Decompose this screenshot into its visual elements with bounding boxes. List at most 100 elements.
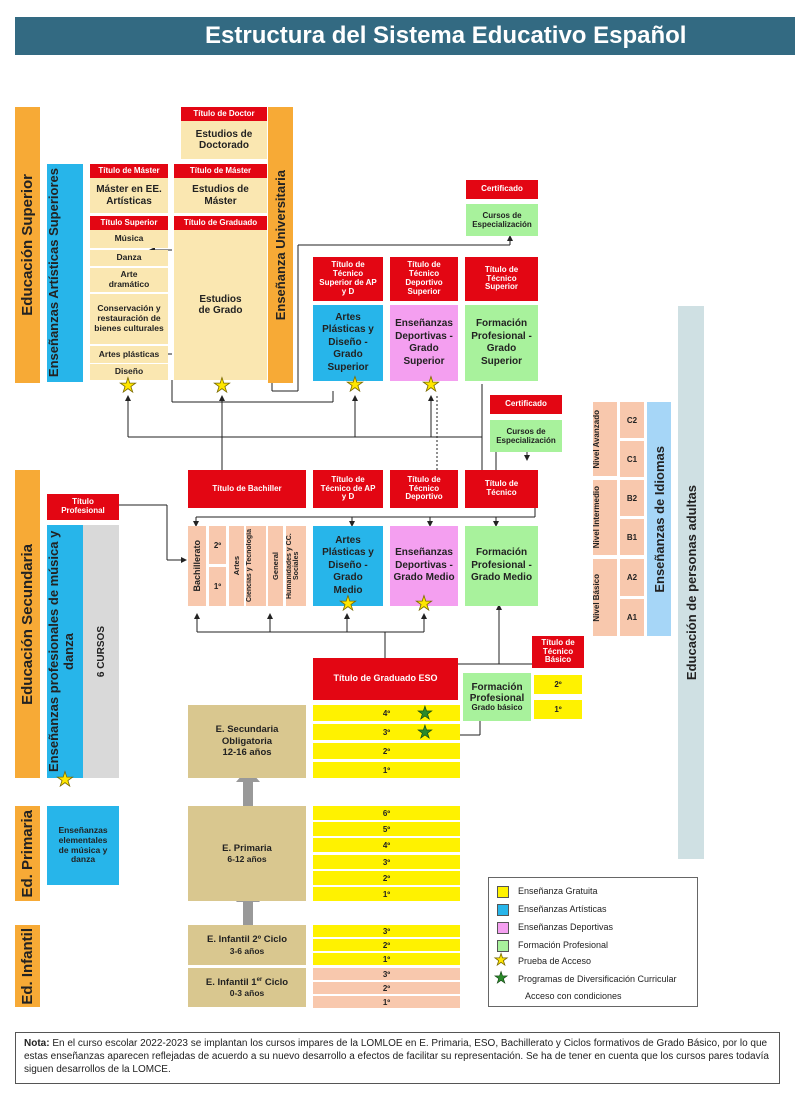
modalidad-artes: Artes (229, 526, 244, 606)
nivel-a1: A1 (620, 599, 644, 636)
eso: E. Secundaria Obligatoria 12-16 años (188, 705, 306, 778)
infantil1-year-3: 3º (313, 968, 460, 980)
titulo-tecnico-apd: Título de Técnico de AP y D (313, 470, 383, 508)
master-ee-artisticas: Máster en EE. Artísticas (90, 178, 168, 213)
legend-swatch-deportivas (497, 922, 509, 934)
cursos-especializacion-2: Cursos de Especialización (490, 420, 562, 452)
stage-infantil: Ed. Infantil (15, 925, 40, 1007)
nivel-avanzado: Nivel Avanzado (592, 402, 617, 476)
titulo-profesional: Título Profesional (47, 494, 119, 520)
fp-medio: Formación Profesional - Grado Medio (465, 526, 538, 606)
eso-year-3: 3º (313, 724, 460, 740)
educacion-adultos: Educación de personas adultas (678, 306, 704, 859)
stage-primaria: Ed. Primaria (15, 806, 40, 901)
legend-label-artisticas: Enseñanzas Artísticas (518, 904, 607, 914)
titulo-graduado: Título de Graduado (174, 216, 267, 230)
art-item-musica: Música (90, 230, 168, 248)
infantil1-year-2: 2º (313, 982, 460, 994)
art-item-arte-dramatico: Arte dramático (90, 268, 168, 292)
primaria-year-3: 3º (313, 855, 460, 869)
legend-label-deportivas: Enseñanzas Deportivas (518, 922, 614, 932)
nivel-c2: C2 (620, 402, 644, 438)
titulo-tecnico-dep-sup: Título de Técnico Deportivo Superior (390, 257, 458, 301)
nivel-c1: C1 (620, 441, 644, 477)
legend (488, 877, 698, 1007)
primaria-year-1: 1º (313, 887, 460, 901)
primaria-year-4: 4º (313, 838, 460, 852)
legend-label-diversificacion: Programas de Diversificación Curricular (518, 974, 677, 984)
title-bar (15, 17, 795, 55)
ens-profesionales-musica: Enseñanzas profesionales de música y dan… (46, 525, 83, 778)
fp-basica: Formación Profesional Grado básico (463, 673, 531, 721)
primaria-year-2: 2º (313, 871, 460, 885)
certificado-1: Certificado (466, 180, 538, 199)
nivel-basico: Nivel Básico (592, 559, 617, 636)
primaria-year-6: 6º (313, 806, 460, 820)
diversificacion-star-icon: ★ (416, 722, 434, 742)
infantil1-year-1: 1º (313, 996, 460, 1008)
cursos-especializacion-1: Cursos de Especialización (466, 204, 538, 236)
legend-swatch-artisticas (497, 904, 509, 916)
prueba-acceso-star-icon: ★ (119, 375, 138, 397)
art-item-danza: Danza (90, 250, 168, 266)
estudios-master: Estudios de Máster (174, 178, 267, 213)
titulo-doctor: Título de Doctor (181, 107, 267, 121)
infantil2-year-1: 1º (313, 953, 460, 965)
prueba-acceso-star-icon: ★ (213, 375, 232, 397)
ens-idiomas: Enseñanzas de Idiomas (647, 402, 671, 636)
nivel-b1: B1 (620, 519, 644, 555)
bachillerato: Bachillerato (188, 526, 206, 606)
note-box: Nota: En el curso escolar 2022-2023 se i… (15, 1032, 780, 1084)
art-item-diseno: Diseño (90, 364, 168, 380)
primaria-year-5: 5º (313, 822, 460, 836)
infantil-ciclo-1: E. Infantil 1er Ciclo 0-3 años (188, 968, 306, 1007)
prueba-acceso-star-icon: ★ (346, 374, 365, 396)
prueba-acceso-star-icon: ★ (415, 593, 434, 615)
titulo-graduado-eso: Título de Graduado ESO (313, 658, 458, 700)
estudios-doctorado: Estudios de Doctorado (181, 121, 267, 159)
bach-year-1: 1º (209, 567, 226, 606)
titulo-superior: Título Superior (90, 216, 168, 230)
ens-universitaria: Enseñanza Universitaria (268, 107, 293, 383)
primaria: E. Primaria 6-12 años (188, 806, 306, 901)
titulo-tecnico-sup: Título de Técnico Superior (465, 257, 538, 301)
titulo-tecnico: Título de Técnico (465, 470, 538, 508)
prueba-acceso-star-icon: ★ (56, 769, 75, 791)
legend-label-gratuita: Enseñanza Gratuita (518, 886, 598, 896)
legend-swatch-gratuita (497, 886, 509, 898)
titulo-tecnico-sup-apd: Título de Técnico Superior de AP y D (313, 257, 383, 301)
legend-prueba-star-icon: ★ (493, 952, 509, 969)
certificado-2: Certificado (490, 395, 562, 414)
artes-plasticas-sup: Artes Plásticas y Diseño - Grado Superio… (313, 305, 383, 381)
infantil-ciclo-2: E. Infantil 2º Ciclo 3-6 años (188, 925, 306, 965)
legend-label-condiciones: Acceso con condiciones (525, 991, 622, 1001)
ens-deportivas-medio: Enseñanzas Deportivas - Grado Medio (390, 526, 458, 606)
fp-basica-year-2: 2º (534, 675, 582, 694)
fp-basica-year-1: 1º (534, 700, 582, 719)
artes-plasticas-medio: Artes Plásticas y Diseño - Grado Medio (313, 526, 383, 606)
ens-deportivas-sup: Enseñanzas Deportivas - Grado Superior (390, 305, 458, 381)
infantil2-year-2: 2º (313, 939, 460, 951)
estudios-grado: Estudios de Grado (174, 230, 267, 380)
diversificacion-star-icon: ★ (416, 703, 434, 723)
titulo-master-art: Título de Máster (90, 164, 168, 178)
stage-secundaria: Educación Secundaria (15, 470, 40, 778)
titulo-tecnico-basico: Título de Técnico Básico (532, 636, 584, 668)
nivel-b2: B2 (620, 480, 644, 516)
bach-year-2: 2º (209, 526, 226, 564)
seis-cursos: 6 CURSOS (83, 525, 119, 778)
ens-artisticas-superiores: Enseñanzas Artísticas Superiores (46, 164, 83, 382)
ens-elementales-musica: Enseñanzas elementales de música y danza (47, 806, 119, 885)
modalidad-ciencias: Ciencias y Tecnología (246, 526, 266, 606)
legend-label-fp: Formación Profesional (518, 940, 609, 950)
modalidad-general: General (268, 526, 283, 606)
modalidad-humanidades: Humanidades y CC. Sociales (286, 526, 306, 606)
fp-sup: Formación Profesional - Grado Superior (465, 305, 538, 381)
titulo-bachiller: Título de Bachiller (188, 470, 306, 508)
legend-diversificacion-star-icon: ★ (493, 970, 509, 987)
page-title: Estructura del Sistema Educativo Español (205, 22, 687, 49)
prueba-acceso-star-icon: ★ (422, 374, 441, 396)
legend-swatch-fp (497, 940, 509, 952)
nivel-intermedio: Nivel Intermedio (592, 480, 617, 555)
art-item-conservacion: Conservación y restauración de bienes cu… (90, 294, 168, 344)
